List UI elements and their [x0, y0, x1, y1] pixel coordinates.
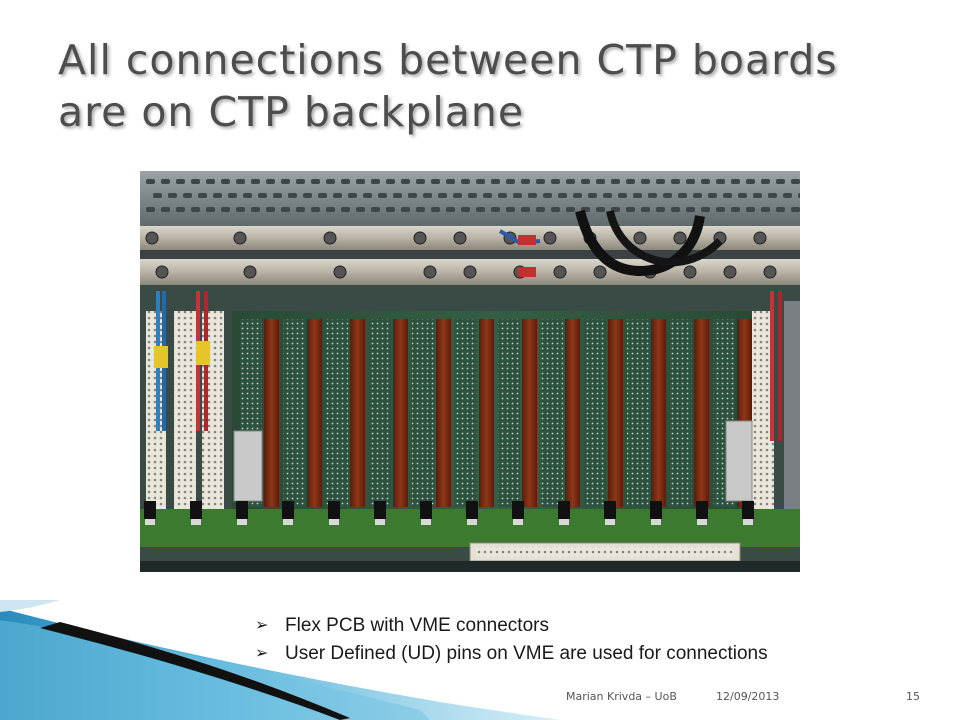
arrow-bullet-icon: ➢: [255, 617, 269, 634]
bullet-list: ➢ Flex PCB with VME connectors ➢ User De…: [255, 612, 935, 668]
bullet-text: User Defined (UD) pins on VME are used f…: [285, 643, 768, 664]
bullet-item: ➢ User Defined (UD) pins on VME are used…: [255, 640, 935, 668]
slide-title: All connections between CTP boards are o…: [58, 36, 838, 136]
page-number: 15: [906, 690, 920, 703]
bullet-item: ➢ Flex PCB with VME connectors: [255, 612, 935, 640]
bullet-text: Flex PCB with VME connectors: [285, 615, 549, 636]
footer-author: Marian Krivda – UoB: [566, 690, 677, 703]
backplane-photo-graphic: [140, 171, 800, 572]
arrow-bullet-icon: ➢: [255, 645, 269, 662]
backplane-photo: [140, 171, 800, 572]
footer-date: 12/09/2013: [716, 690, 780, 703]
decorative-wave: [0, 600, 560, 720]
